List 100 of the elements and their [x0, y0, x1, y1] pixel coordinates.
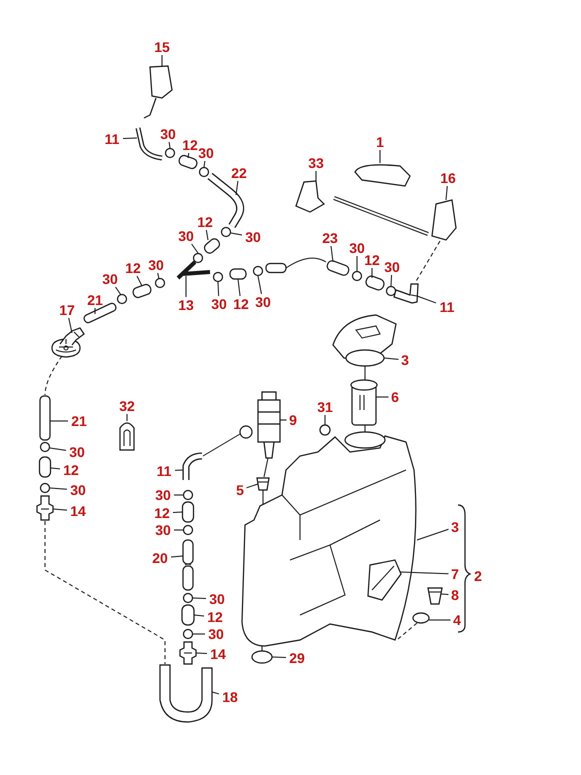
leader-line: [192, 598, 206, 600]
callout-number: 30: [155, 523, 171, 537]
callout-number: 11: [156, 464, 172, 478]
washer-ring: [116, 294, 128, 304]
seal: [251, 650, 273, 664]
leader-line: [136, 276, 142, 286]
leader-line: [52, 508, 68, 511]
callout-number: 12: [364, 253, 380, 267]
clip: [119, 422, 135, 451]
plug: [427, 587, 443, 605]
callout-number: 30: [245, 230, 261, 244]
connecting-line: [364, 366, 366, 380]
connector: [36, 495, 54, 521]
callout-number: 14: [210, 647, 226, 661]
callout-number: 30: [384, 260, 400, 274]
leader-line: [416, 296, 436, 304]
callout-number: 30: [155, 488, 171, 502]
callout-number: 11: [104, 132, 120, 146]
callout-number: 12: [182, 138, 198, 152]
hose-elbow: [182, 452, 202, 480]
hose-piece: [182, 501, 194, 523]
callout-number: 20: [152, 551, 168, 565]
leader-line: [122, 138, 138, 140]
callout-number: 8: [451, 588, 459, 602]
leader-line: [238, 278, 241, 296]
washer-ring: [40, 482, 50, 494]
callout-number: 33: [308, 156, 324, 170]
callout-number: 31: [317, 400, 333, 414]
leader-line: [218, 282, 220, 296]
t-connector: [176, 260, 212, 280]
leader-line: [440, 594, 449, 596]
hose-elbow: [136, 127, 162, 160]
leader-line: [170, 556, 184, 558]
leader-line: [376, 396, 389, 398]
cover: [354, 164, 411, 187]
callout-number: 3: [401, 353, 409, 367]
washer-ring: [212, 272, 224, 282]
washer-ring: [154, 278, 166, 288]
leader-line: [330, 246, 334, 262]
callout-number: 16: [440, 171, 456, 185]
clip: [295, 180, 325, 213]
washer-ring: [198, 166, 210, 178]
callout-number: 21: [71, 414, 87, 428]
callout-number: 18: [222, 690, 238, 704]
connecting-line: [398, 622, 418, 640]
washer-ring: [182, 628, 194, 640]
washer-ring: [192, 252, 204, 264]
check-valve: [51, 327, 85, 358]
leader-line: [212, 692, 220, 694]
callout-number: 14: [70, 504, 86, 518]
callout-number: 7: [451, 567, 459, 581]
leader-line: [50, 448, 66, 451]
callout-number: 23: [322, 231, 338, 245]
leader-line: [196, 652, 208, 654]
leader-line: [236, 180, 238, 196]
leader-line: [126, 414, 128, 422]
callout-number: 12: [207, 610, 223, 624]
washer-ring: [182, 524, 194, 536]
nut: [319, 424, 331, 436]
callout-number: 4: [453, 613, 461, 627]
callout-number: 11: [440, 300, 454, 314]
leader-line: [204, 160, 206, 168]
callout-number: 6: [391, 390, 399, 404]
hose-piece: [364, 274, 386, 292]
callout-number: 30: [208, 627, 224, 641]
leader-line: [172, 512, 184, 513]
washer-ring: [386, 286, 396, 296]
leader-line: [115, 286, 122, 296]
callout-number: 3: [451, 520, 459, 534]
callout-number: 1: [376, 135, 384, 149]
hose-piece: [131, 282, 153, 300]
connecting-line: [262, 490, 264, 506]
connecting-line: [414, 240, 440, 284]
washer-ring: [252, 266, 264, 276]
leader-line: [188, 152, 190, 158]
leader-line: [390, 274, 392, 286]
grommet: [256, 477, 270, 491]
callout-number: 30: [102, 272, 118, 286]
leader-line: [384, 358, 399, 360]
hose-piece: [229, 268, 247, 280]
callout-number: 30: [198, 146, 214, 160]
strainer: [350, 379, 378, 426]
leader-line: [324, 414, 326, 426]
hose-piece: [181, 604, 195, 626]
leader-line: [446, 186, 448, 200]
callout-number: 12: [233, 297, 249, 311]
callout-number: 12: [154, 506, 170, 520]
hose-bend: [159, 664, 213, 723]
callout-number: 2: [474, 569, 482, 583]
callout-number: 30: [70, 483, 86, 497]
callout-number: 30: [255, 295, 271, 309]
leader-line: [174, 470, 184, 471]
hose-piece: [39, 395, 51, 441]
callout-number: 29: [289, 651, 305, 665]
leader-line: [50, 420, 68, 422]
leader-line: [246, 484, 258, 488]
callout-number: 9: [289, 413, 297, 427]
leader-line: [258, 276, 262, 294]
washer-ring: [164, 148, 176, 158]
callout-number: 5: [236, 483, 244, 497]
